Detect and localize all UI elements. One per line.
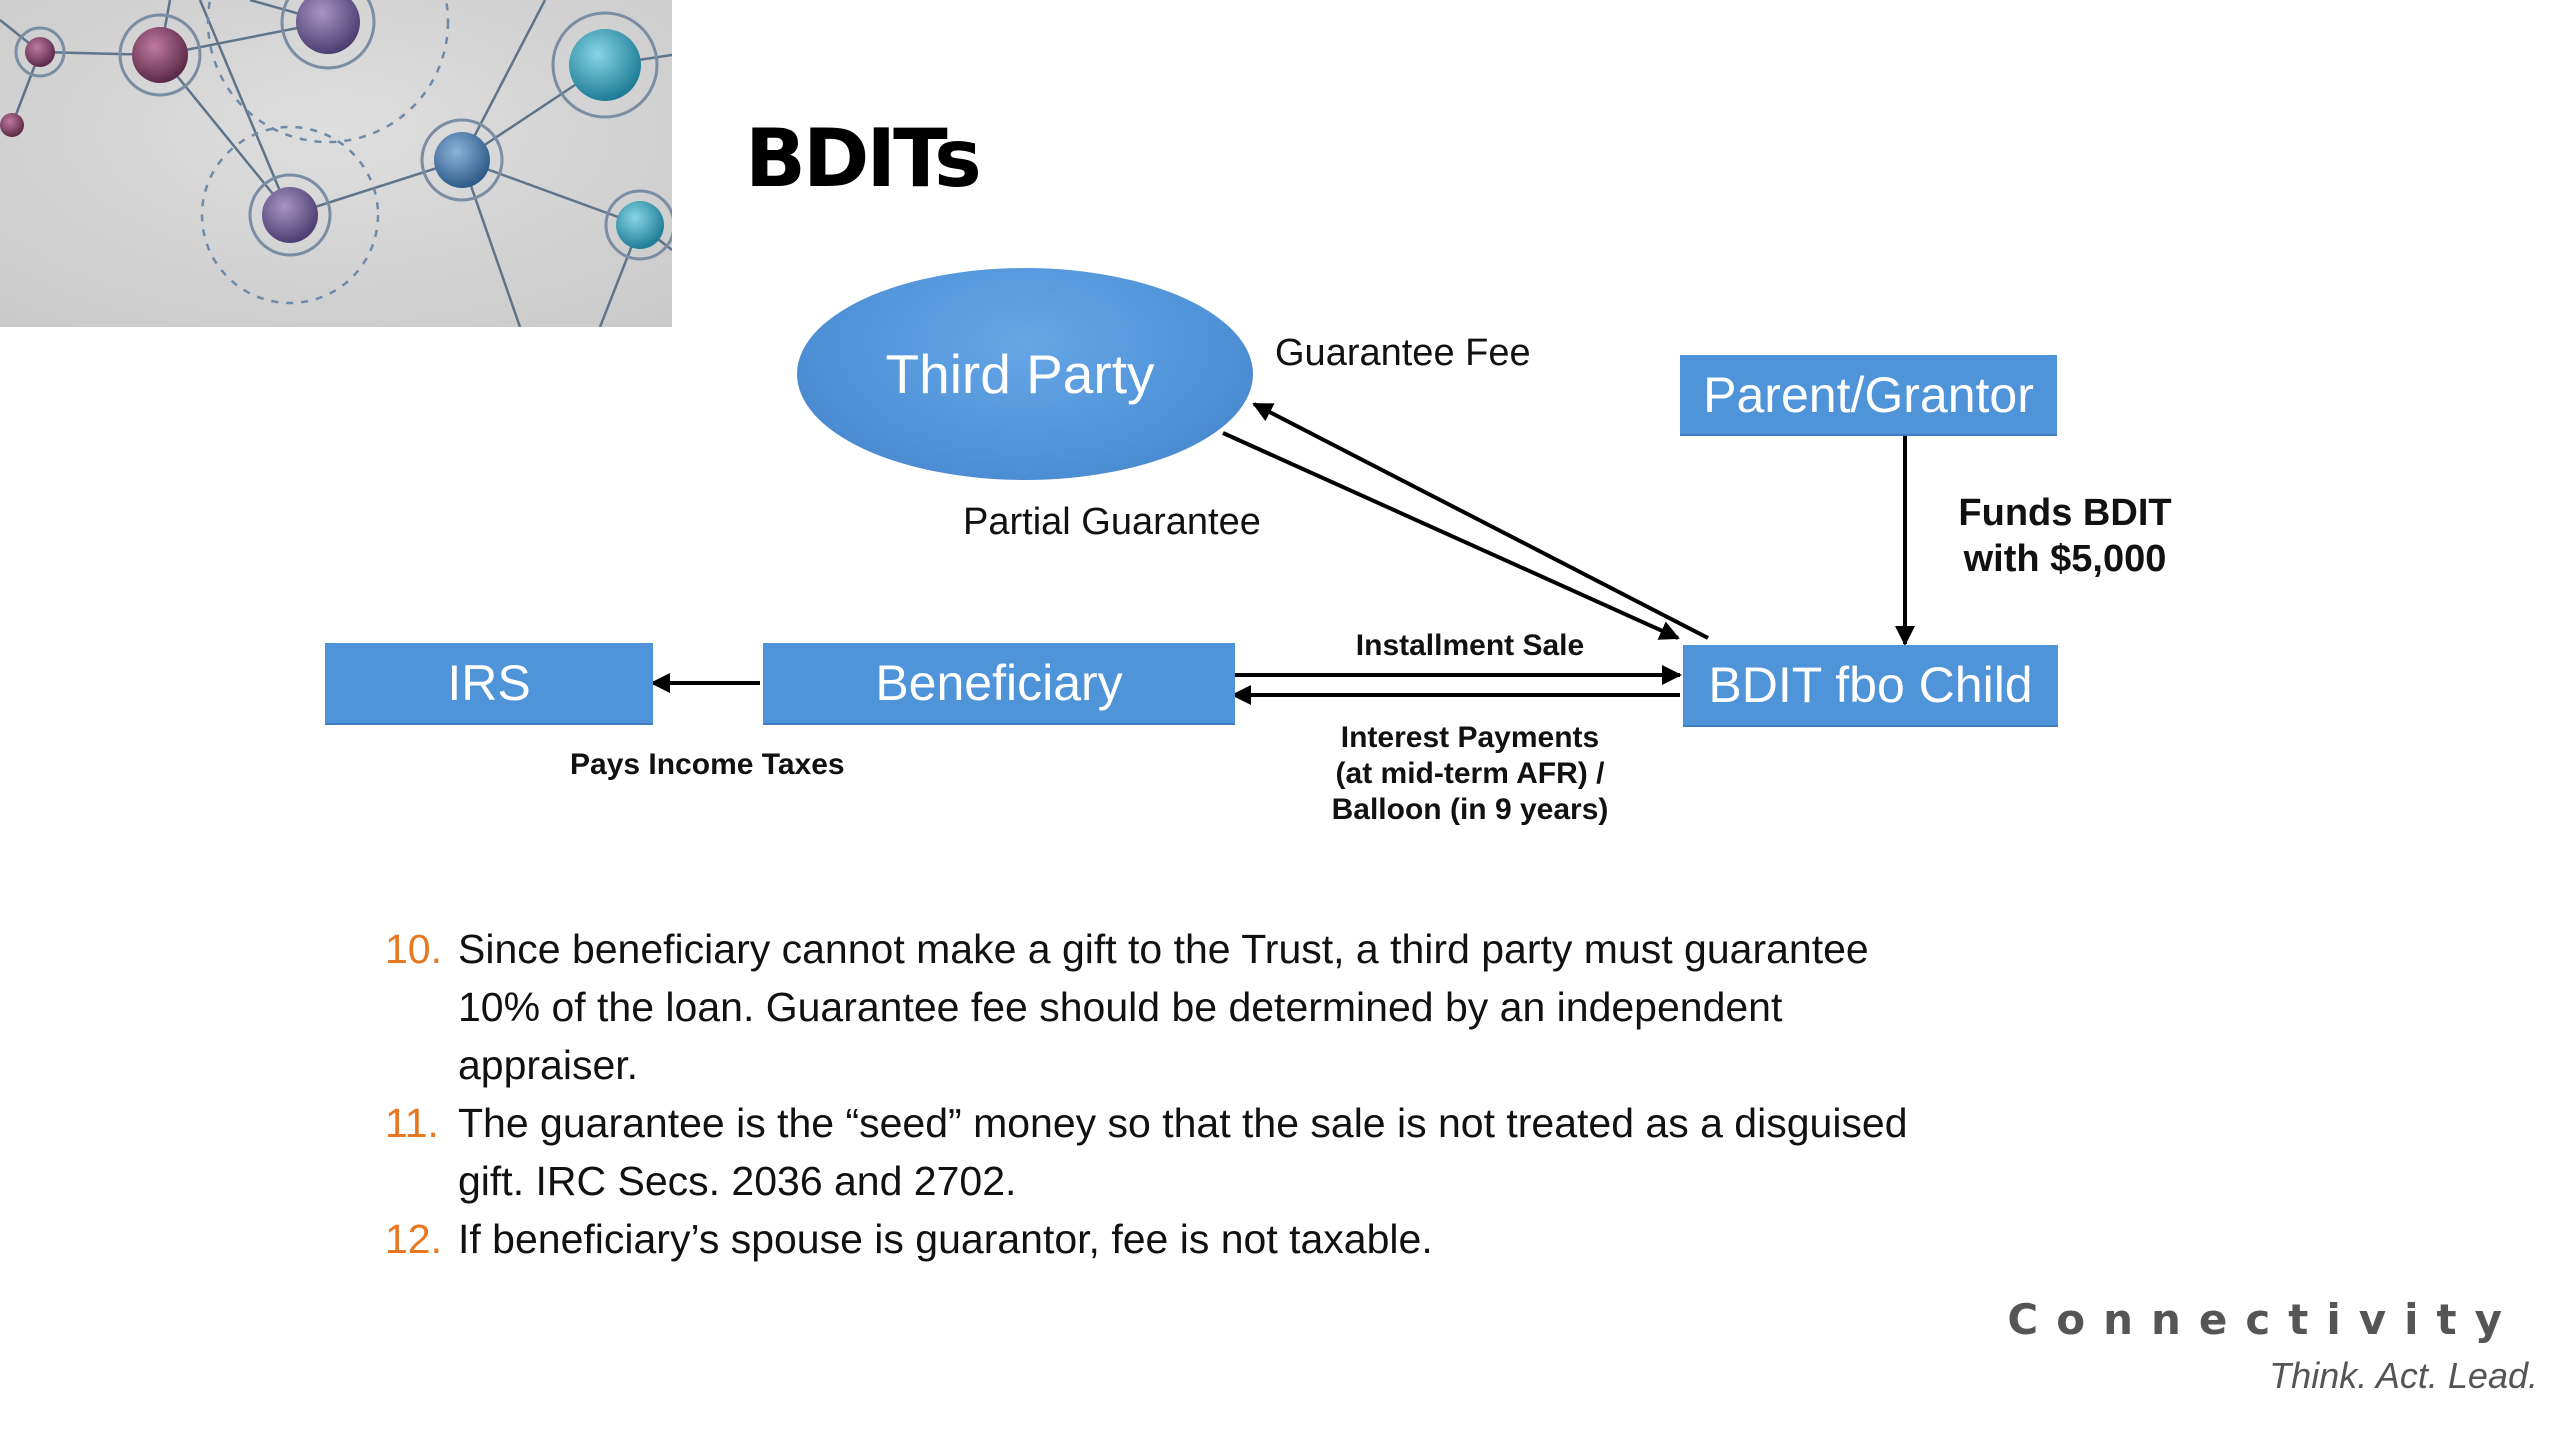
- note-line: gift. IRC Secs. 2036 and 2702.: [458, 1158, 1017, 1204]
- node-beneficiary-label: Beneficiary: [875, 655, 1123, 711]
- label-interest-payments-line-1: Interest Payments: [1340, 721, 1600, 754]
- node-parent-grantor: Parent/Grantor: [1680, 355, 2057, 436]
- label-funds-bdit-line-1: Funds BDIT: [1958, 492, 2172, 534]
- node-irs-label: IRS: [447, 655, 531, 711]
- label-partial-guarantee: Partial Guarantee: [963, 501, 1261, 543]
- label-interest-payments: Interest Payments (at mid-term AFR) / Ba…: [1300, 720, 1640, 828]
- label-guarantee-fee: Guarantee Fee: [1275, 332, 1531, 374]
- label-funds-bdit-line-2: with $5,000: [1963, 538, 2167, 580]
- note-number: 11.: [385, 1100, 439, 1146]
- network-decoration-image: [0, 0, 672, 327]
- note-line: If beneficiary’s spouse is guarantor, fe…: [458, 1216, 1433, 1262]
- arrow-partial-guarantee: [1222, 431, 1680, 640]
- node-parent-grantor-label: Parent/Grantor: [1703, 366, 2034, 423]
- note-number: 10.: [385, 926, 442, 972]
- notes-list: 10. Since beneficiary cannot make a gift…: [385, 920, 2085, 1268]
- arrow-guarantee-fee: [1252, 402, 1709, 640]
- note-item: 10. Since beneficiary cannot make a gift…: [385, 920, 2085, 1094]
- brand-tagline: Think. Act. Lead.: [2269, 1355, 2538, 1396]
- label-interest-payments-line-2: (at mid-term AFR) /: [1335, 757, 1605, 790]
- note-item: 11. The guarantee is the “seed” money so…: [385, 1094, 2085, 1210]
- note-line: appraiser.: [458, 1042, 639, 1088]
- label-funds-bdit: Funds BDIT with $5,000: [1945, 490, 2185, 582]
- node-bdit-fbo-child: BDIT fbo Child: [1683, 645, 2058, 727]
- label-interest-payments-line-3: Balloon (in 9 years): [1331, 793, 1609, 826]
- node-third-party-label: Third Party: [885, 343, 1155, 405]
- note-line: 10% of the loan. Guarantee fee should be…: [458, 984, 1783, 1030]
- note-item: 12. If beneficiary’s spouse is guarantor…: [385, 1210, 2085, 1268]
- note-line: The guarantee is the “seed” money so tha…: [458, 1100, 1908, 1146]
- note-line: Since beneficiary cannot make a gift to …: [458, 926, 1869, 972]
- label-pays-income-taxes: Pays Income Taxes: [570, 748, 845, 781]
- brand-logo-text: Connectivity: [2007, 1295, 2520, 1344]
- node-beneficiary: Beneficiary: [763, 643, 1235, 725]
- label-installment-sale: Installment Sale: [1355, 629, 1585, 662]
- note-number: 12.: [385, 1216, 442, 1262]
- node-bdit-label: BDIT fbo Child: [1708, 657, 2033, 713]
- slide-title: BDITs: [745, 112, 982, 205]
- node-irs: IRS: [325, 643, 653, 725]
- node-third-party: Third Party: [797, 268, 1253, 480]
